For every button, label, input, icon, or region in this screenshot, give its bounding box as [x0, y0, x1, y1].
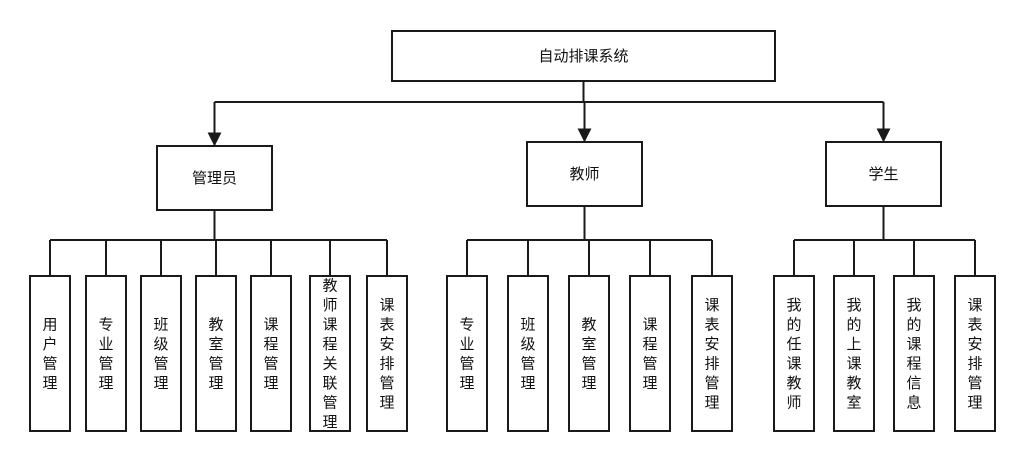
leaf-node-admin-3: 教室管理	[195, 275, 237, 432]
leaf-node-teacher-3: 课程管理	[629, 275, 671, 432]
leaf-node-admin-6: 课表安排管理	[366, 275, 408, 432]
leaf-label: 我的任课教师	[786, 296, 801, 412]
leaf-node-student-0: 我的任课教师	[773, 275, 815, 432]
group-node-student: 学生	[825, 141, 942, 207]
leaf-node-admin-2: 班级管理	[140, 275, 182, 432]
leaf-node-teacher-4: 课表安排管理	[691, 275, 733, 432]
root-node: 自动排课系统	[391, 30, 776, 82]
leaf-label: 教师课程关联管理	[322, 276, 337, 431]
leaf-label: 课程管理	[263, 315, 278, 392]
leaf-node-student-2: 我的课程信息	[893, 275, 935, 432]
leaf-node-admin-5: 教师课程关联管理	[309, 275, 351, 432]
leaf-label: 课程管理	[642, 315, 657, 392]
leaf-label: 教室管理	[208, 315, 223, 392]
root-node-label: 自动排课系统	[538, 47, 628, 65]
leaf-node-student-1: 我的上课教室	[833, 275, 875, 432]
connector-lines	[49, 81, 976, 276]
group-label-admin: 管理员	[192, 169, 237, 187]
leaf-node-student-3: 课表安排管理	[954, 275, 996, 432]
leaf-label: 课表安排管理	[704, 296, 719, 412]
leaf-nodes: 用户管理 专业管理 班级管理 教室管理 课程管理 教师课程关联管理 课表安排管理 专业管理 班级…	[29, 275, 996, 432]
leaf-label: 教室管理	[581, 315, 596, 392]
leaf-node-admin-4: 课程管理	[250, 275, 292, 432]
leaf-label: 我的上课教室	[846, 296, 861, 412]
group-label-teacher: 教师	[569, 165, 599, 183]
group-label-student: 学生	[868, 165, 898, 183]
leaf-label: 专业管理	[459, 315, 474, 392]
leaf-node-teacher-0: 专业管理	[446, 275, 488, 432]
group-node-admin: 管理员	[156, 145, 273, 211]
leaf-label: 班级管理	[520, 315, 535, 392]
leaf-node-teacher-2: 教室管理	[568, 275, 610, 432]
leaf-label: 用户管理	[42, 315, 57, 392]
leaf-label: 班级管理	[153, 315, 168, 392]
leaf-label: 我的课程信息	[906, 296, 921, 412]
leaf-label: 课表安排管理	[967, 296, 982, 412]
leaf-label: 课表安排管理	[379, 296, 394, 412]
leaf-node-admin-0: 用户管理	[29, 275, 71, 432]
leaf-node-admin-1: 专业管理	[85, 275, 127, 432]
group-node-teacher: 教师	[526, 141, 643, 207]
leaf-node-teacher-1: 班级管理	[507, 275, 549, 432]
leaf-label: 专业管理	[98, 315, 113, 392]
